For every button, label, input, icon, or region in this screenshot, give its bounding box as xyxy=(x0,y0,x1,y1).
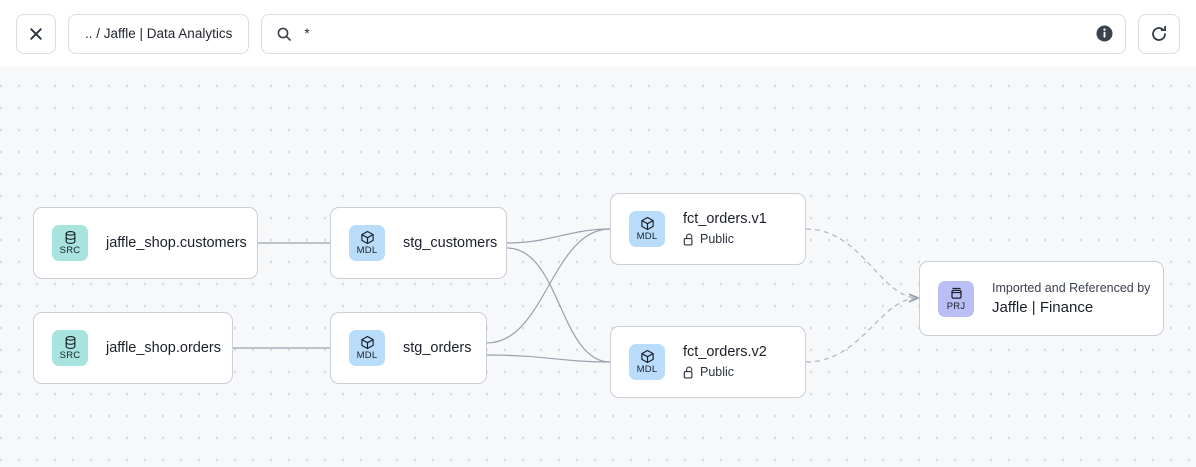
cube-icon xyxy=(360,335,374,350)
cube-icon xyxy=(640,349,654,364)
database-icon xyxy=(65,231,75,244)
refresh-button[interactable] xyxy=(1138,13,1180,54)
badge-label: MDL xyxy=(356,350,378,361)
node-title: fct_orders.v1 xyxy=(683,211,767,227)
node-kicker: Imported and Referenced by xyxy=(992,280,1151,295)
node-access: Public xyxy=(683,231,767,248)
search-bar[interactable] xyxy=(261,13,1126,54)
badge-label: MDL xyxy=(636,364,658,375)
badge-mdl: MDL xyxy=(349,225,385,261)
badge-label: MDL xyxy=(636,231,658,242)
badge-mdl: MDL xyxy=(629,211,665,247)
node-access: Public xyxy=(683,364,767,381)
unlock-icon xyxy=(683,233,693,246)
badge-label: SRC xyxy=(59,245,81,256)
search-input[interactable] xyxy=(304,14,1084,53)
node-title: jaffle_shop.customers xyxy=(106,234,247,251)
node-body: jaffle_shop.customers xyxy=(106,234,247,253)
refresh-icon xyxy=(1152,25,1166,41)
node-jaffle-shop-orders[interactable]: SRC jaffle_shop.orders xyxy=(33,312,233,384)
badge-prj: PRJ xyxy=(938,280,974,317)
badge-mdl: MDL xyxy=(629,344,665,380)
cube-icon xyxy=(640,216,654,231)
node-access-label: Public xyxy=(700,365,735,379)
node-fct-orders-v1[interactable]: MDL fct_orders.v1 Public xyxy=(610,193,806,265)
edge-layer xyxy=(233,228,1196,363)
node-body: stg_customers xyxy=(403,234,497,253)
project-icon xyxy=(950,287,962,299)
close-icon xyxy=(30,27,42,40)
node-title: stg_customers xyxy=(403,234,498,251)
node-title: fct_orders.v2 xyxy=(683,344,767,360)
edge-stgcust-v1 xyxy=(506,228,611,244)
cube-icon xyxy=(360,230,374,245)
node-stg-orders[interactable]: MDL stg_orders xyxy=(330,312,487,384)
database-icon xyxy=(65,336,75,349)
breadcrumb-label: .. / Jaffle | Data Analytics xyxy=(85,26,233,41)
breadcrumb[interactable]: .. / Jaffle | Data Analytics xyxy=(68,13,250,54)
node-access-label: Public xyxy=(700,232,735,246)
badge-label: MDL xyxy=(356,245,378,256)
node-jaffle-finance-project[interactable]: PRJ Imported and Referenced by Jaffle | … xyxy=(919,261,1164,336)
edge-v1-project xyxy=(805,228,918,298)
badge-label: PRJ xyxy=(946,300,966,312)
info-icon[interactable] xyxy=(1096,25,1113,42)
node-body: jaffle_shop.orders xyxy=(106,339,221,358)
edge-stgord-v1 xyxy=(486,228,611,344)
badge-src: SRC xyxy=(52,225,88,261)
node-stg-customers[interactable]: MDL stg_customers xyxy=(330,207,507,279)
close-button[interactable] xyxy=(16,13,56,54)
lineage-canvas[interactable]: SRC jaffle_shop.customers SRC jaffle_sho… xyxy=(0,67,1196,467)
node-title: Jaffle | Finance xyxy=(992,298,1094,316)
toolbar: .. / Jaffle | Data Analytics xyxy=(0,0,1196,67)
node-title: stg_orders xyxy=(403,339,472,356)
node-body: fct_orders.v2 Public xyxy=(683,343,767,381)
node-body: fct_orders.v1 Public xyxy=(683,210,767,248)
unlock-icon xyxy=(683,366,693,379)
node-body: stg_orders xyxy=(403,339,472,358)
badge-mdl: MDL xyxy=(349,330,385,366)
search-icon xyxy=(277,27,292,41)
node-body: Imported and Referenced by Jaffle | Fina… xyxy=(992,280,1150,318)
node-jaffle-shop-customers[interactable]: SRC jaffle_shop.customers xyxy=(33,207,258,279)
edge-stgord-v2 xyxy=(486,354,611,363)
badge-label: SRC xyxy=(59,350,81,361)
edge-stgcust-v2 xyxy=(506,247,611,363)
node-fct-orders-v2[interactable]: MDL fct_orders.v2 Public xyxy=(610,326,806,398)
badge-src: SRC xyxy=(52,330,88,366)
node-title: jaffle_shop.orders xyxy=(106,339,222,356)
edge-v2-project xyxy=(805,298,918,363)
